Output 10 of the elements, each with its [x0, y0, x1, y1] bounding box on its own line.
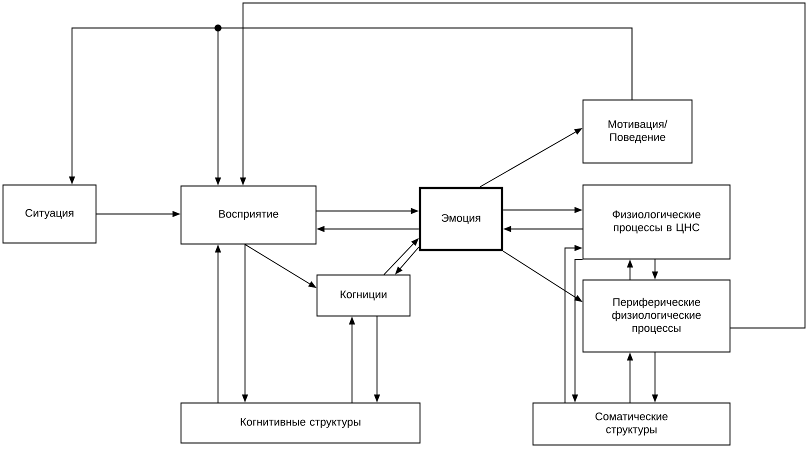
process-box: Когнитивные структуры	[180, 402, 420, 444]
process-box: Эмоция	[418, 186, 504, 252]
process-box: Соматические структуры	[532, 402, 730, 446]
process-box: Периферические физиологические процессы	[582, 280, 730, 352]
process-box: Физиологические процессы в ЦНС	[582, 184, 730, 260]
arrow	[395, 246, 420, 274]
process-box: Восприятие	[180, 186, 316, 244]
process-box: Ситуация	[2, 184, 96, 244]
process-box: Когниции	[316, 274, 410, 316]
process-box: Мотивация/ Поведение	[582, 100, 692, 164]
